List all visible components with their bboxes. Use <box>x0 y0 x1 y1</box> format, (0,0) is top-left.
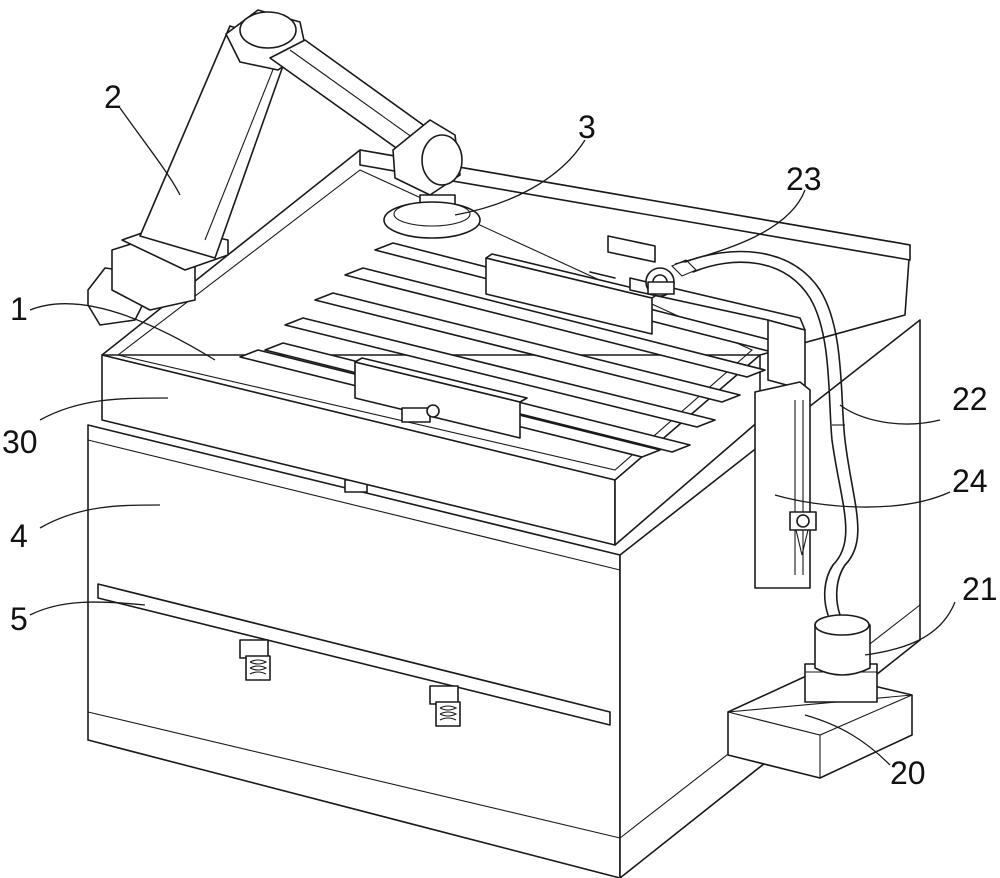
label-24: 24 <box>952 463 988 499</box>
label-30: 30 <box>2 424 38 460</box>
label-22: 22 <box>952 381 988 417</box>
label-2: 2 <box>104 79 122 115</box>
label-1: 1 <box>10 291 28 327</box>
label-4: 4 <box>10 518 28 554</box>
label-5: 5 <box>10 601 28 637</box>
label-23: 23 <box>786 161 822 197</box>
label-21: 21 <box>962 571 998 607</box>
label-20: 20 <box>890 755 926 791</box>
pump <box>805 615 877 702</box>
label-3: 3 <box>578 109 596 145</box>
